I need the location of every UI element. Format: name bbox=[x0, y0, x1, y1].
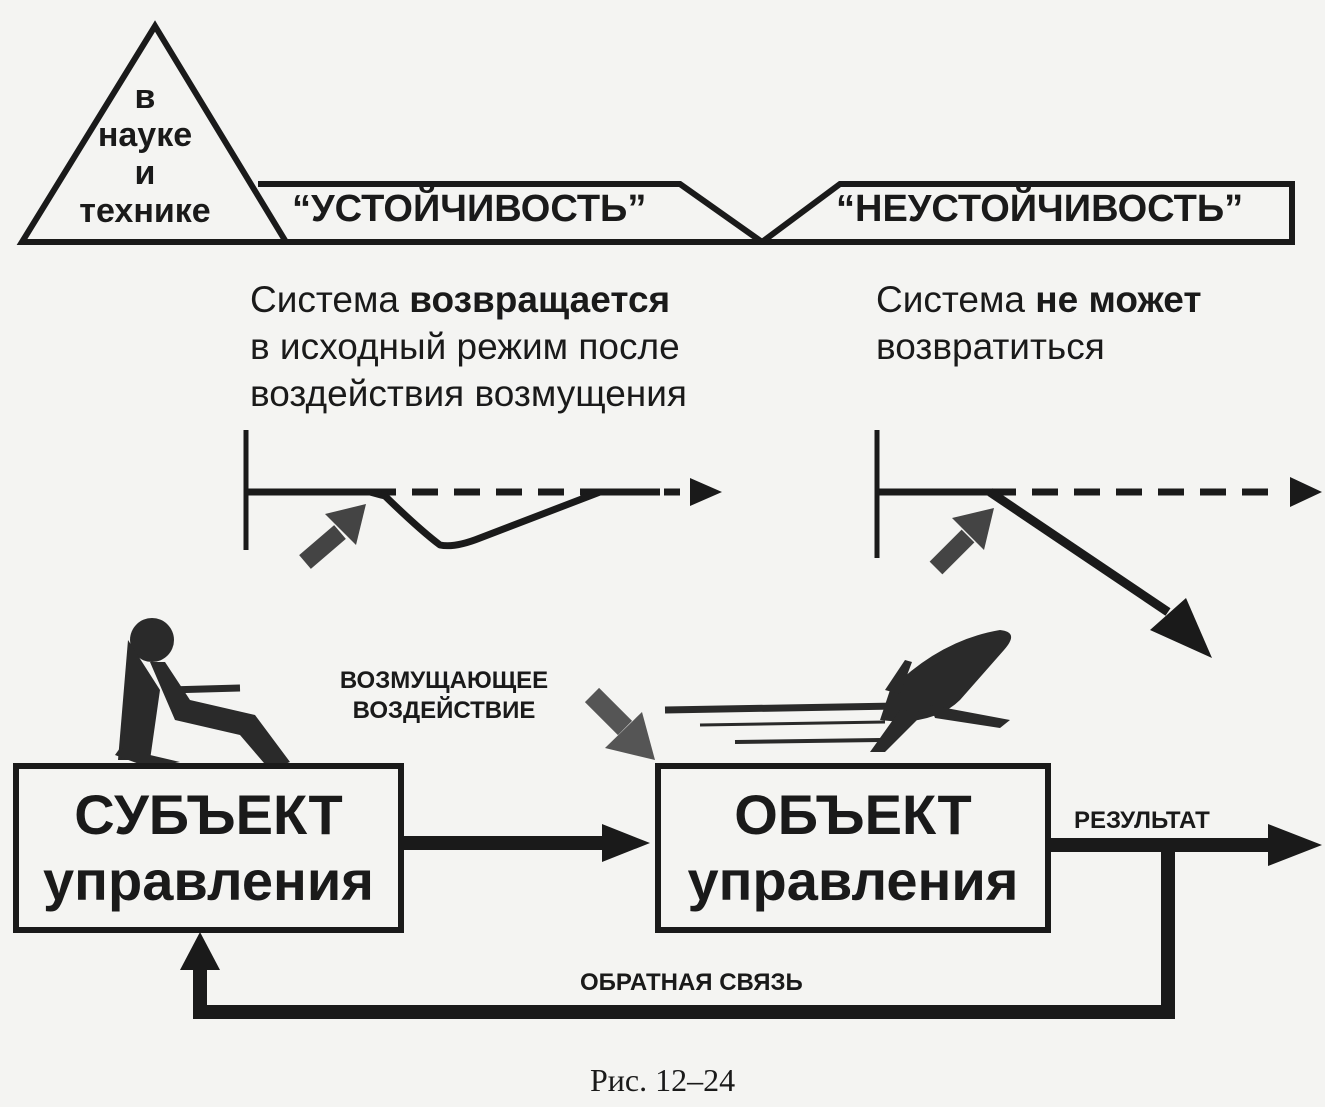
feedback-label: ОБРАТНАЯ СВЯЗЬ bbox=[580, 969, 803, 996]
stable-desc-line3: воздействия возмущения bbox=[250, 373, 687, 414]
triangle-line-2: науке bbox=[97, 116, 193, 154]
triangle-line-4: технике bbox=[79, 192, 211, 230]
stability-banner bbox=[258, 181, 772, 245]
pilot-figure bbox=[115, 618, 290, 770]
science-technology-label: в науке и технике bbox=[30, 78, 260, 230]
unstable-disturbance-arrowhead bbox=[952, 508, 994, 550]
unstable-response-arrowhead bbox=[1150, 598, 1212, 658]
stable-desc-bold: возвращается bbox=[409, 279, 671, 320]
stable-response-graph bbox=[243, 430, 722, 569]
stable-description: Система возвращается в исходный режим по… bbox=[250, 276, 687, 417]
stable-response-curve bbox=[369, 488, 660, 550]
disturbance-label-line1: ВОЗМУЩАЮЩЕЕ bbox=[339, 667, 549, 694]
instability-banner bbox=[760, 181, 1295, 245]
object-box-line1: ОБЪЕКТ bbox=[734, 783, 972, 846]
object-box-label: ОБЪЕКТ управления bbox=[658, 782, 1048, 914]
subject-box bbox=[13, 763, 404, 933]
stable-reference-arrowhead bbox=[690, 478, 722, 506]
disturbance-label: ВОЗМУЩАЮЩЕЕ ВОЗДЕЙСТВИЕ bbox=[318, 666, 570, 726]
unstable-desc-bold: не может bbox=[1035, 279, 1202, 320]
disturbance-input-arrow bbox=[584, 687, 655, 760]
unstable-response-graph bbox=[874, 430, 1322, 658]
subject-box-line1: СУБЪЕКТ bbox=[74, 783, 343, 846]
science-technology-triangle bbox=[16, 20, 292, 245]
disturbance-label-line2: ВОЗДЕЙСТВИЕ bbox=[352, 697, 536, 724]
stable-disturbance-arrow bbox=[299, 525, 346, 569]
feedback-loop bbox=[180, 852, 1175, 1019]
stable-desc-prefix: Система bbox=[250, 279, 410, 320]
subject-box-label: СУБЪЕКТ управления bbox=[16, 782, 401, 914]
object-box bbox=[655, 763, 1051, 933]
control-arrow bbox=[404, 824, 650, 862]
triangle-line-1: в bbox=[134, 78, 156, 116]
result-arrow bbox=[1050, 824, 1322, 866]
object-box-line2: управления bbox=[687, 849, 1019, 912]
unstable-description: Система не может возвратиться bbox=[876, 276, 1201, 370]
instability-label: “НЕУСТОЙЧИВОСТЬ” bbox=[836, 188, 1244, 230]
unstable-reference-arrowhead bbox=[1290, 477, 1322, 507]
stability-label: “УСТОЙЧИВОСТЬ” bbox=[292, 188, 647, 230]
triangle-line-3: и bbox=[134, 154, 156, 192]
airplane-icon bbox=[664, 630, 1012, 752]
stable-disturbance-arrowhead bbox=[325, 504, 366, 545]
top-banner bbox=[16, 20, 1295, 245]
subject-box-line2: управления bbox=[43, 849, 374, 912]
figure-caption: Рис. 12–24 bbox=[589, 1062, 736, 1098]
unstable-disturbance-arrow bbox=[929, 529, 975, 575]
stable-desc-line2: в исходный режим после bbox=[250, 326, 680, 367]
unstable-response-curve bbox=[987, 488, 1171, 616]
unstable-desc-prefix: Система bbox=[876, 279, 1036, 320]
unstable-desc-line2: возвратиться bbox=[876, 326, 1105, 367]
result-label: РЕЗУЛЬТАТ bbox=[1074, 807, 1210, 834]
